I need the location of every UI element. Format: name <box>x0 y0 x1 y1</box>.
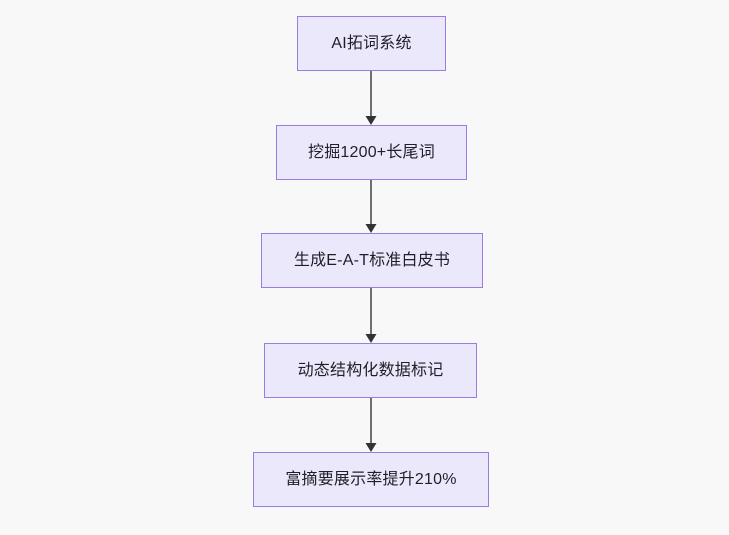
flow-node-dynamic-structured-data-markup[interactable]: 动态结构化数据标记 <box>264 343 477 398</box>
flow-node-label: 动态结构化数据标记 <box>297 361 444 379</box>
flow-node-label: 富摘要展示率提升210% <box>285 470 457 488</box>
flow-node-generate-eat-whitepaper[interactable]: 生成E-A-T标准白皮书 <box>261 233 483 288</box>
flow-node-rich-snippet-impression-lift[interactable]: 富摘要展示率提升210% <box>253 452 489 507</box>
edge-node4-node5 <box>365 398 377 452</box>
flow-node-label: 生成E-A-T标准白皮书 <box>293 251 451 269</box>
flow-node-label: AI拓词系统 <box>331 34 412 52</box>
flow-node-mine-longtail-keywords[interactable]: 挖掘1200+长尾词 <box>276 125 467 180</box>
flow-node-ai-keyword-system[interactable]: AI拓词系统 <box>297 16 446 71</box>
edge-node3-node4 <box>365 288 377 343</box>
edge-node2-node3 <box>365 180 377 233</box>
edge-node1-node2 <box>365 71 377 125</box>
flow-node-label: 挖掘1200+长尾词 <box>308 143 435 161</box>
